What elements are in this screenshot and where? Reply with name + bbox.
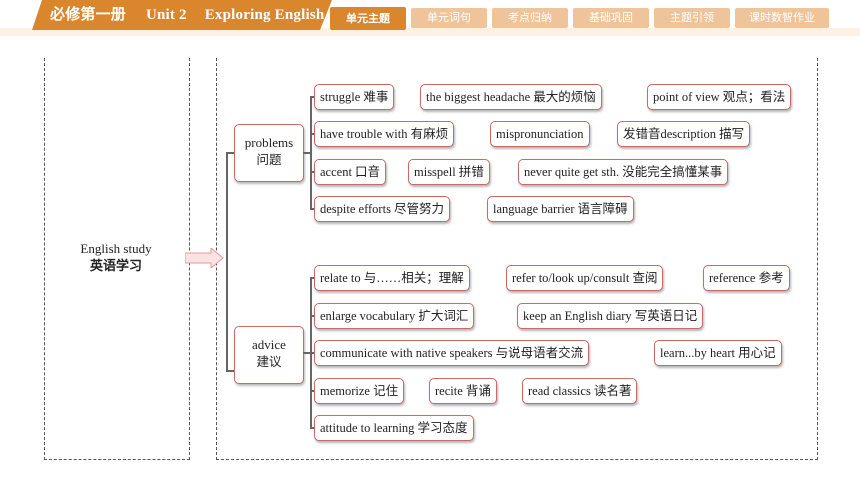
tab-theme-guide[interactable]: 主题引领 [654, 8, 730, 28]
tab-homework[interactable]: 课时数智作业 [735, 8, 829, 28]
connector-tick [310, 171, 314, 173]
item-relate-to: relate to 与……相关；理解 [314, 265, 470, 291]
connector-tick [310, 133, 314, 135]
unit-number: Unit 2 [145, 7, 187, 23]
category-advice-en: advice [252, 337, 286, 352]
item-reference: reference 参考 [703, 265, 790, 291]
item-language-barrier: language barrier 语言障碍 [487, 196, 634, 222]
item-attitude-to-learning: attitude to learning 学习态度 [314, 415, 474, 441]
connector-advice [226, 370, 234, 372]
item-read-classics: read classics 读名著 [522, 378, 638, 404]
tab-basic-practice[interactable]: 基础巩固 [573, 8, 649, 28]
right-dashed-frame [216, 58, 818, 460]
category-advice: advice 建议 [234, 326, 304, 384]
category-advice-zh: 建议 [256, 354, 282, 369]
connector-tick [310, 208, 314, 210]
connector-tick [310, 96, 314, 98]
root-topic-zh: 英语学习 [89, 259, 142, 274]
connector-problems-out [303, 152, 310, 154]
item-never-quite-get: never quite get sth. 没能完全搞懂某事 [518, 159, 729, 185]
item-biggest-headache: the biggest headache 最大的烦恼 [420, 84, 602, 110]
root-topic-en: English study [80, 241, 152, 256]
item-despite-efforts: despite efforts 尽管努力 [314, 196, 451, 222]
course-title: 必修第一册 Unit 2 Exploring English [32, 0, 332, 30]
item-accent: accent 口音 [314, 159, 387, 185]
connector-tick [310, 427, 314, 429]
tab-key-points[interactable]: 考点归纳 [492, 8, 568, 28]
connector-problems [226, 152, 234, 154]
root-topic: English study 英语学习 [48, 240, 184, 277]
banner-strip [0, 28, 860, 36]
tab-unit-vocabulary[interactable]: 单元词句 [411, 8, 487, 28]
item-enlarge-vocabulary: enlarge vocabulary 扩大词汇 [314, 303, 475, 329]
connector-tick [310, 352, 314, 354]
category-problems-zh: 问题 [256, 152, 282, 167]
item-communicate-native: communicate with native speakers 与说母语者交流 [314, 340, 590, 366]
category-problems-en: problems [244, 135, 294, 150]
bracket-problems [310, 96, 312, 209]
item-have-trouble-with: have trouble with 有麻烦 [314, 121, 455, 147]
unit-title: Exploring English [204, 7, 325, 23]
top-banner: 必修第一册 Unit 2 Exploring English 单元主题 单元词句… [0, 0, 860, 36]
connector-tick [310, 315, 314, 317]
course-name: 必修第一册 [50, 7, 127, 23]
arrow-right-icon [185, 248, 224, 268]
item-mispronunciation: mispronunciation [490, 121, 590, 147]
item-keep-diary: keep an English diary 写英语日记 [517, 303, 704, 329]
item-description: 发错音description 描写 [617, 121, 751, 147]
category-problems: problems 问题 [234, 124, 304, 182]
item-refer-to: refer to/look up/consult 查阅 [506, 265, 664, 291]
item-learn-by-heart: learn...by heart 用心记 [654, 340, 782, 366]
item-point-of-view: point of view 观点；看法 [647, 84, 792, 110]
connector-advice-out [303, 352, 310, 354]
item-struggle: struggle 难事 [314, 84, 395, 110]
connector-tick [310, 277, 314, 279]
connector-tick [310, 390, 314, 392]
item-memorize: memorize 记住 [314, 378, 405, 404]
item-recite: recite 背诵 [429, 378, 497, 404]
trunk-connector [226, 152, 228, 370]
tab-unit-theme[interactable]: 单元主题 [330, 7, 406, 30]
item-misspell: misspell 拼错 [408, 159, 490, 185]
